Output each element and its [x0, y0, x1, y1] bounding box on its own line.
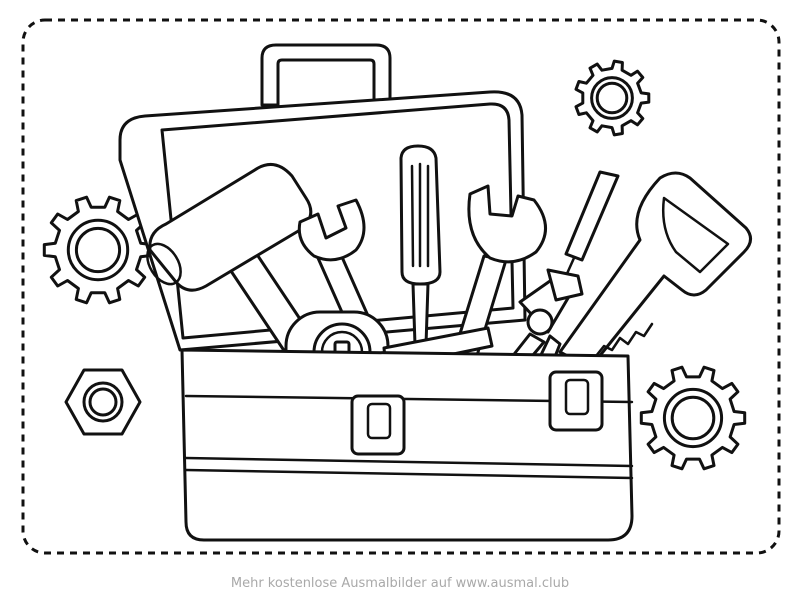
- latch-right: [548, 370, 604, 432]
- hex-nut-icon: [64, 368, 142, 436]
- latch-left: [350, 394, 406, 456]
- toolbox-body: [180, 348, 634, 542]
- saw-icon: [558, 171, 752, 370]
- gear-icon: [639, 365, 747, 471]
- gear-icon: [42, 195, 154, 305]
- coloring-page-illustration: [21, 18, 781, 555]
- screwdriver-icon: [399, 144, 442, 347]
- gear-group: [42, 59, 747, 471]
- toolbox-lid: [118, 43, 527, 352]
- footer-credit: Mehr kostenlose Ausmalbilder auf www.aus…: [230, 576, 570, 591]
- gear-icon: [574, 59, 651, 137]
- dashed-border: [21, 18, 781, 555]
